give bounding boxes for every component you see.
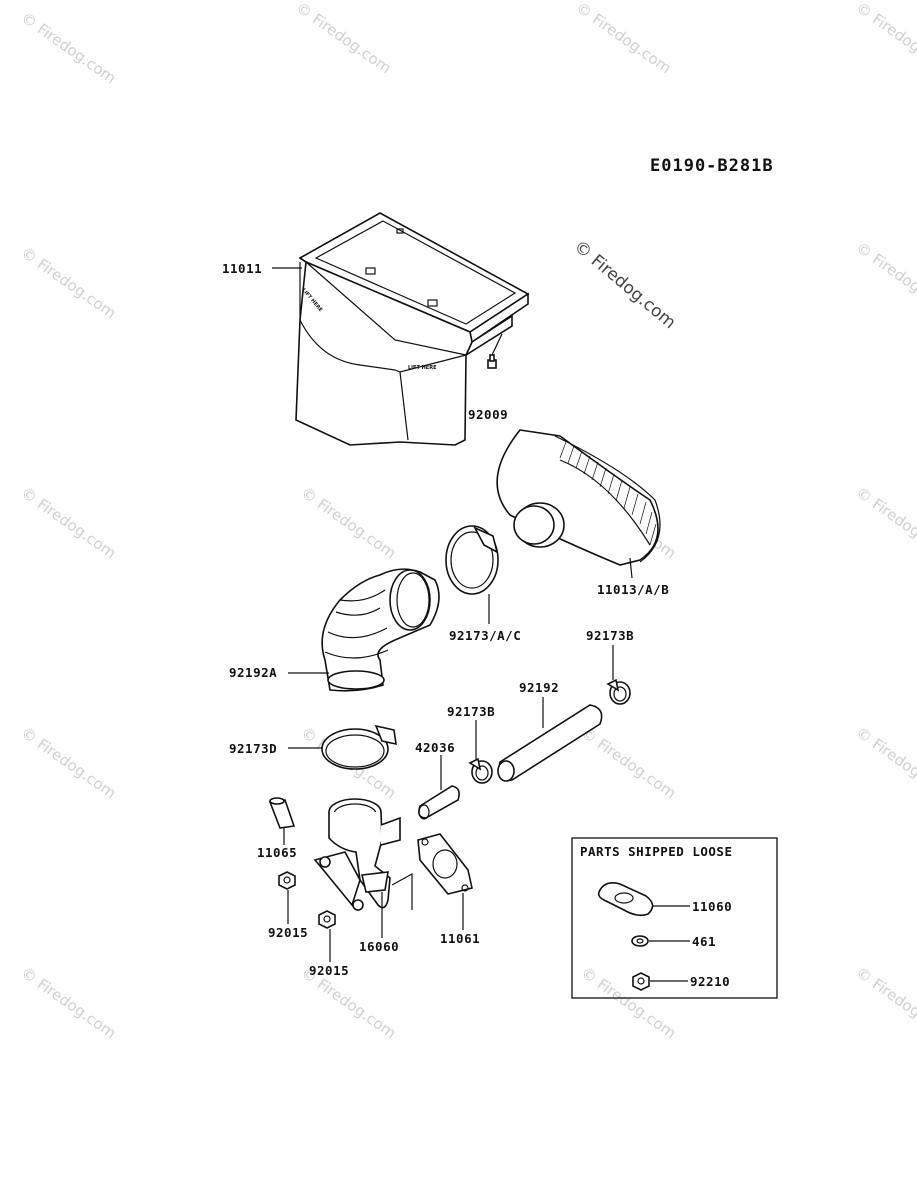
pipe-42036 bbox=[418, 755, 460, 820]
hose-clamp-92173D bbox=[288, 724, 397, 770]
part-label-92192: 92192 bbox=[519, 680, 559, 695]
watermark: © Firedog.com bbox=[573, 0, 675, 77]
part-label-92173B-top: 92173B bbox=[586, 628, 634, 643]
nut-92015-b bbox=[318, 910, 336, 962]
nut-92015-a bbox=[278, 871, 296, 924]
watermark: © Firedog.com bbox=[853, 964, 917, 1043]
air-filter-element bbox=[496, 429, 661, 579]
part-label-92009: 92009 bbox=[468, 407, 508, 422]
watermark: © Firedog.com bbox=[298, 484, 400, 563]
watermark: © Firedog.com bbox=[18, 724, 120, 803]
watermark: © Firedog.com bbox=[18, 484, 120, 563]
air-cleaner-cover: LIFT HERE LIFT HERE bbox=[295, 212, 530, 446]
watermark: © Firedog.com bbox=[853, 0, 917, 77]
intake-pipe-16060 bbox=[313, 798, 413, 938]
part-label-92210: 92210 bbox=[690, 974, 730, 989]
gasket-11061 bbox=[417, 833, 473, 930]
watermark: © Firedog.com bbox=[578, 724, 680, 803]
plug-11065 bbox=[268, 797, 296, 845]
box-title: PARTS SHIPPED LOOSE bbox=[580, 844, 733, 859]
part-label-42036: 42036 bbox=[415, 740, 455, 755]
lift-here-label: LIFT HERE bbox=[408, 365, 437, 371]
small-clamp-92173B bbox=[606, 645, 631, 705]
watermark: © Firedog.com bbox=[853, 724, 917, 803]
part-label-11060: 11060 bbox=[692, 899, 732, 914]
part-label-92015-a: 92015 bbox=[268, 925, 308, 940]
watermark: © Firedog.com bbox=[293, 0, 395, 77]
part-label-92173B-mid: 92173B bbox=[447, 704, 495, 719]
screw-92009 bbox=[487, 333, 503, 369]
parts-shipped-loose-box: PARTS SHIPPED LOOSE bbox=[571, 837, 778, 999]
watermark: © Firedog.com bbox=[18, 9, 120, 88]
diagram-code: E0190-B281B bbox=[650, 156, 774, 176]
part-label-11013: 11013/A/B bbox=[597, 582, 669, 597]
watermark: © Firedog.com bbox=[18, 964, 120, 1043]
hose-92192 bbox=[497, 697, 603, 782]
part-label-16060: 16060 bbox=[359, 939, 399, 954]
part-label-92173D: 92173D bbox=[229, 741, 277, 756]
small-clamp-92173B-mid bbox=[468, 720, 493, 784]
part-label-92173-a-c: 92173/A/C bbox=[449, 628, 521, 643]
watermark: © Firedog.com bbox=[853, 484, 917, 563]
part-label-92192A: 92192A bbox=[229, 665, 277, 680]
copyright-text: © Firedog.com bbox=[570, 237, 680, 334]
watermark: © Firedog.com bbox=[18, 244, 120, 323]
part-label-11011: 11011 bbox=[222, 261, 262, 276]
part-label-11061: 11061 bbox=[440, 931, 480, 946]
part-label-11065: 11065 bbox=[257, 845, 297, 860]
watermark: © Firedog.com bbox=[853, 239, 917, 318]
part-label-461: 461 bbox=[692, 934, 716, 949]
hose-clamp-92173 bbox=[445, 525, 499, 624]
watermark: © Firedog.com bbox=[578, 964, 680, 1043]
part-label-92015-b: 92015 bbox=[309, 963, 349, 978]
elbow-duct-92192A bbox=[288, 568, 440, 692]
